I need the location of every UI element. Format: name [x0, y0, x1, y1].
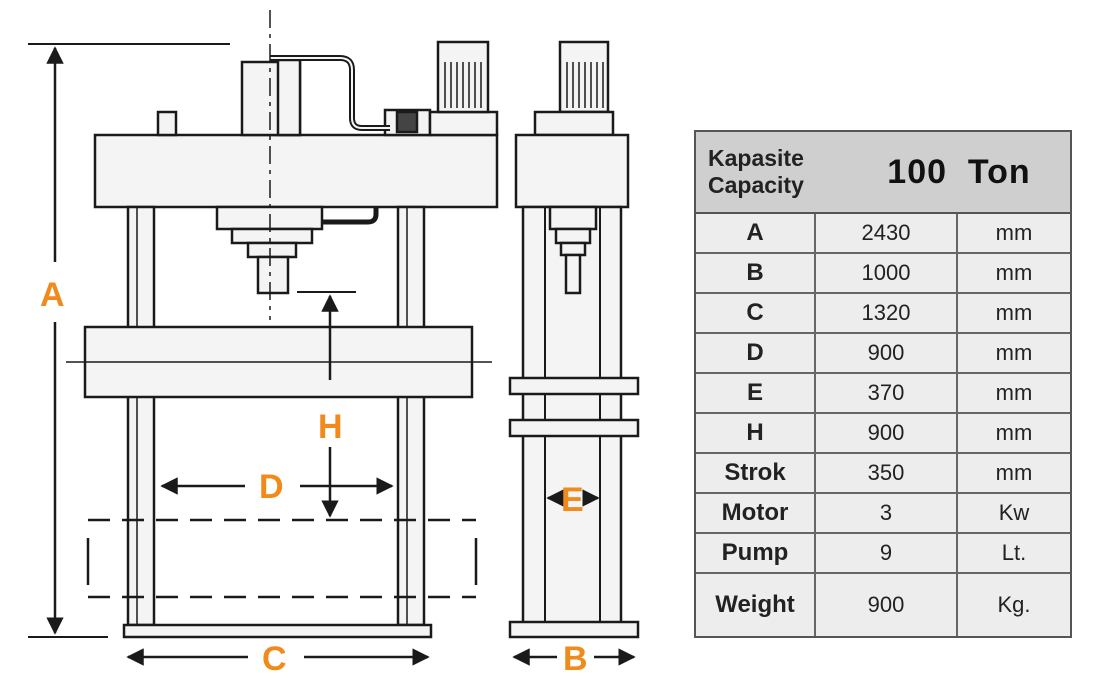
spec-value: 900 — [816, 334, 958, 372]
side-pump-base — [533, 110, 615, 137]
side-base — [508, 620, 640, 639]
dim-label-d: D — [259, 468, 284, 506]
table-row: Weight 900 Kg. — [696, 574, 1070, 636]
pump-base — [428, 110, 499, 137]
table-row: Strok 350 mm — [696, 454, 1070, 494]
capacity-row: Kapasite Capacity 100 Ton — [696, 132, 1070, 214]
capacity-label-tr: Kapasite — [708, 145, 804, 171]
spec-unit: mm — [995, 380, 1033, 405]
spec-value: 1000 — [816, 254, 958, 292]
side-ram-flange — [554, 227, 592, 245]
table-row: A 2430 mm — [696, 214, 1070, 254]
spec-unit: Kw — [998, 500, 1030, 525]
dim-label-c: C — [262, 640, 287, 678]
capacity-value: 100 Ton — [887, 152, 1031, 191]
spec-param: C — [696, 294, 816, 332]
table-row: H 900 mm — [696, 414, 1070, 454]
side-ram-rod — [564, 253, 582, 295]
spec-unit: mm — [995, 340, 1033, 365]
side-view — [508, 40, 640, 639]
table-row: D 900 mm — [696, 334, 1070, 374]
spec-param: Weight — [696, 574, 816, 636]
spec-value: 1320 — [816, 294, 958, 332]
spec-value: 900 — [816, 574, 958, 636]
front-view — [83, 40, 499, 639]
spec-param: H — [696, 414, 816, 452]
spec-value: 370 — [816, 374, 958, 412]
spec-table: Kapasite Capacity 100 Ton A 2430 mm B 10… — [694, 130, 1072, 638]
front-view-guides — [66, 10, 492, 599]
table-row: C 1320 mm — [696, 294, 1070, 334]
spec-value: 350 — [816, 454, 958, 492]
capacity-label: Kapasite Capacity — [696, 145, 848, 199]
ram-rod — [256, 255, 290, 295]
crown-stub — [156, 110, 178, 137]
spec-unit: Lt. — [1001, 540, 1027, 565]
top-crown — [93, 133, 499, 209]
table-row: Motor 3 Kw — [696, 494, 1070, 534]
spec-param: A — [696, 214, 816, 252]
spec-param: E — [696, 374, 816, 412]
side-table-lower — [508, 418, 640, 438]
side-motor — [558, 40, 610, 114]
table-row: B 1000 mm — [696, 254, 1070, 294]
dim-label-a: A — [40, 276, 65, 314]
base-plate — [122, 623, 433, 639]
table-row: Pump 9 Lt. — [696, 534, 1070, 574]
side-crown — [514, 133, 630, 209]
ram-hose — [322, 207, 379, 225]
spec-unit: mm — [995, 420, 1033, 445]
spec-value: 9 — [816, 534, 958, 572]
side-ram-head — [548, 205, 598, 231]
spec-param: Motor — [696, 494, 816, 532]
ram-nut — [246, 241, 298, 259]
spec-unit: mm — [995, 300, 1033, 325]
dim-label-e: E — [561, 481, 584, 519]
side-ram-nut — [559, 241, 587, 257]
column-right — [396, 205, 426, 627]
valve-coil — [395, 110, 419, 134]
table-row: E 370 mm — [696, 374, 1070, 414]
spec-value: 2430 — [816, 214, 958, 252]
spec-param: D — [696, 334, 816, 372]
spec-unit: Kg. — [997, 592, 1031, 617]
side-table-upper — [508, 376, 640, 396]
spec-value: 900 — [816, 414, 958, 452]
spec-value: 3 — [816, 494, 958, 532]
ram-flange — [230, 227, 314, 245]
dim-label-h: H — [318, 408, 343, 446]
spec-param: Strok — [696, 454, 816, 492]
cylinder-housing-side — [276, 58, 302, 137]
spec-unit: mm — [995, 260, 1033, 285]
capacity-label-en: Capacity — [708, 172, 804, 198]
spec-unit: mm — [995, 460, 1033, 485]
spec-unit: mm — [995, 220, 1033, 245]
spec-param: Pump — [696, 534, 816, 572]
column-left — [126, 205, 156, 627]
spec-param: B — [696, 254, 816, 292]
motor-fins — [444, 62, 482, 108]
dim-label-b: B — [563, 640, 588, 678]
dimension-lines — [28, 43, 636, 666]
